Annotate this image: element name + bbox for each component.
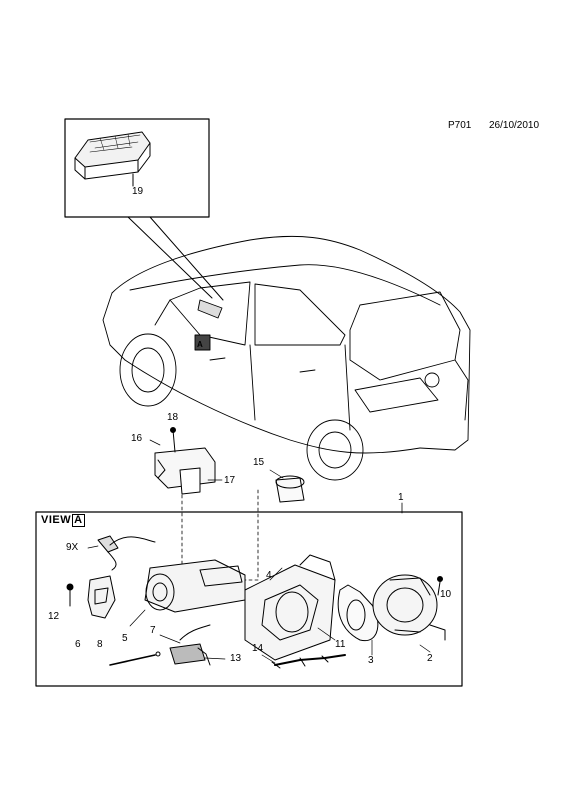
diagram-date: 26/10/2010: [489, 120, 540, 131]
callout-14: 14: [252, 643, 264, 654]
callout-3: 3: [368, 655, 374, 666]
part-2-clock-spring: [372, 574, 446, 653]
callout-6: 6: [75, 639, 81, 650]
callout-11: 11: [335, 639, 346, 650]
part-4-column-module: [244, 554, 336, 661]
bracket-assembly-16-17-18: [149, 427, 223, 495]
callout-17: 17: [224, 475, 236, 486]
callout-12: 12: [48, 611, 60, 622]
part-9x-connector: [87, 535, 156, 571]
callout-10: 10: [440, 589, 452, 600]
part-3-ring: [337, 584, 379, 656]
callout-18: 18: [167, 412, 179, 423]
part-5-ignition-housing: [129, 559, 246, 627]
callout-5: 5: [122, 633, 128, 644]
part-14-harness: [261, 654, 346, 669]
part-7-module: [109, 624, 226, 666]
part-10-screw: [437, 576, 443, 596]
view-letter: A: [72, 514, 85, 527]
callout-13: 13: [230, 653, 242, 664]
part-6-switch: [66, 575, 116, 619]
vehicle-outline: [102, 235, 471, 481]
callout-2: 2: [427, 653, 433, 664]
callout-15: 15: [253, 457, 265, 468]
callout-7: 7: [150, 625, 156, 636]
inset-box-part-19: [64, 118, 224, 301]
part-15-connector: [269, 469, 305, 503]
diagram-code: P701: [448, 120, 472, 131]
view-a-frame: [35, 511, 463, 687]
callout-8: 8: [97, 639, 103, 650]
callout-1: 1: [398, 492, 404, 503]
callout-9x: 9X: [66, 542, 79, 553]
callout-16: 16: [131, 433, 143, 444]
view-marker-a: A: [197, 340, 203, 349]
callout-19: 19: [132, 186, 144, 197]
callout-4: 4: [266, 570, 272, 581]
view-word: VIEW: [41, 514, 72, 526]
